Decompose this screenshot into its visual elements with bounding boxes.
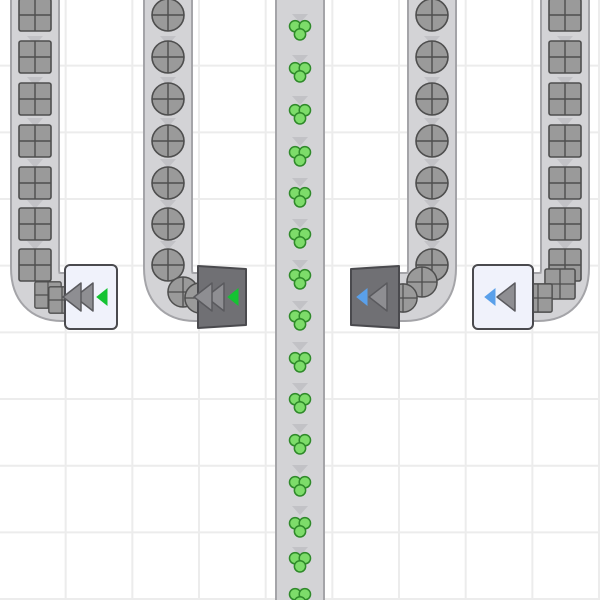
square-tile-item (548, 40, 582, 74)
building-5[interactable] (472, 264, 534, 330)
belt-arrow (27, 118, 43, 127)
square-tile-item (18, 82, 52, 116)
building-1[interactable] (62, 264, 118, 330)
crosshair-circle-item (415, 124, 449, 158)
square-tile-item (548, 82, 582, 116)
belt-arrow (424, 118, 440, 127)
square-tile-item (548, 0, 582, 32)
belt-arrow (557, 77, 573, 86)
output-arrow-icon (496, 282, 516, 312)
square-tile-item (18, 248, 52, 282)
crosshair-circle-item (415, 40, 449, 74)
belt-arrow (27, 159, 43, 168)
output-arrow-icon (74, 282, 94, 312)
belt-arrow (27, 77, 43, 86)
building-layer (62, 264, 534, 330)
building-4[interactable] (350, 265, 400, 329)
square-tile-item (548, 166, 582, 200)
building-2[interactable] (193, 265, 247, 329)
crosshair-circle-item (151, 248, 185, 282)
crosshair-circle-item (415, 0, 449, 32)
belt-arrow (424, 200, 440, 209)
belt-arrow (292, 383, 308, 392)
belt-arrow (292, 219, 308, 228)
belt-arrow (292, 301, 308, 310)
crosshair-circle-item (151, 166, 185, 200)
belt-arrow (292, 260, 308, 269)
belt-arrow (160, 118, 176, 127)
crosshair-circle-item (415, 207, 449, 241)
belt-arrow (292, 55, 308, 64)
green-cluster-item (288, 587, 312, 600)
belt-arrow (424, 77, 440, 86)
square-tile-item (18, 207, 52, 241)
belt-arrow (292, 547, 308, 556)
belt-arrow (27, 241, 43, 250)
belt-arrow (557, 200, 573, 209)
square-tile-item (18, 0, 52, 32)
belt-arrow (292, 465, 308, 474)
belt-arrow (292, 342, 308, 351)
status-indicator-icon (356, 287, 368, 307)
square-tile-item (548, 124, 582, 158)
belt-arrow (292, 14, 308, 23)
output-arrow-icon (62, 282, 82, 312)
belt-arrow (292, 96, 308, 105)
output-arrow-icon (193, 282, 213, 312)
square-tile-item (18, 40, 52, 74)
output-arrow-icon (368, 282, 388, 312)
belt-arrow (557, 118, 573, 127)
crosshair-circle-item (151, 0, 185, 32)
crosshair-circle-item (151, 124, 185, 158)
belt-arrow (557, 159, 573, 168)
crosshair-circle-item (151, 40, 185, 74)
status-indicator-icon (96, 287, 108, 307)
belt-arrow (557, 241, 573, 250)
crosshair-circle-item (151, 82, 185, 116)
crosshair-circle-item (151, 207, 185, 241)
crosshair-circle-item (415, 166, 449, 200)
belt-arrow (160, 159, 176, 168)
belt-arrow (160, 241, 176, 250)
belt-arrow (292, 424, 308, 433)
square-tile-item (548, 207, 582, 241)
belt-arrow (292, 178, 308, 187)
belt-arrow (424, 241, 440, 250)
status-indicator-icon (484, 287, 496, 307)
belt-arrow (292, 506, 308, 515)
status-indicator-icon (227, 287, 239, 307)
belt-arrow (292, 137, 308, 146)
belt-arrow (27, 200, 43, 209)
square-tile-item (18, 166, 52, 200)
belt-arrow (160, 77, 176, 86)
belt-arrow (424, 159, 440, 168)
belt-arrow (160, 200, 176, 209)
square-tile-item (18, 124, 52, 158)
crosshair-circle-item (415, 82, 449, 116)
output-arrow-icon (205, 282, 225, 312)
